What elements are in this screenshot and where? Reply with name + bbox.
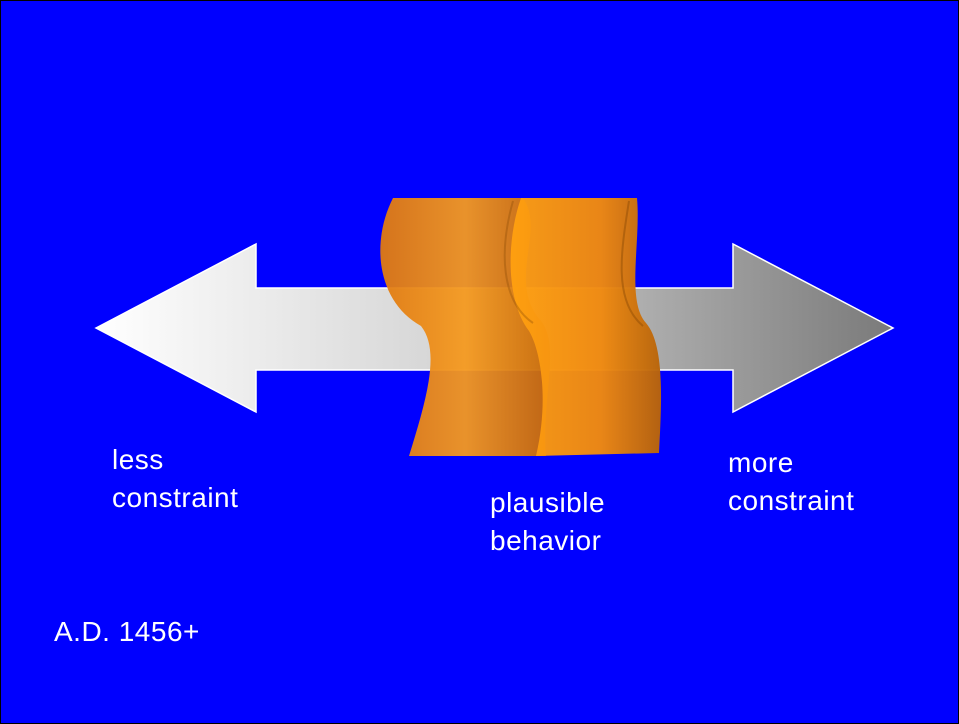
plausible-behavior-label: plausible behavior — [490, 484, 605, 560]
more-constraint-label: more constraint — [728, 444, 854, 520]
plausible-band-back — [380, 198, 551, 456]
plausible-band-front — [510, 198, 662, 456]
plausible-label-line2: behavior — [490, 525, 602, 556]
date-label: A.D. 1456+ — [54, 616, 200, 647]
less-constraint-label: less constraint — [112, 441, 238, 517]
band-ridge-line-back — [503, 200, 534, 324]
plausible-label-line1: plausible — [490, 487, 606, 518]
less-label-line1: less — [112, 444, 164, 475]
more-label-line2: constraint — [728, 485, 855, 516]
band-ridge-line — [620, 200, 644, 327]
less-label-line2: constraint — [112, 482, 239, 513]
more-label-line1: more — [728, 447, 794, 478]
